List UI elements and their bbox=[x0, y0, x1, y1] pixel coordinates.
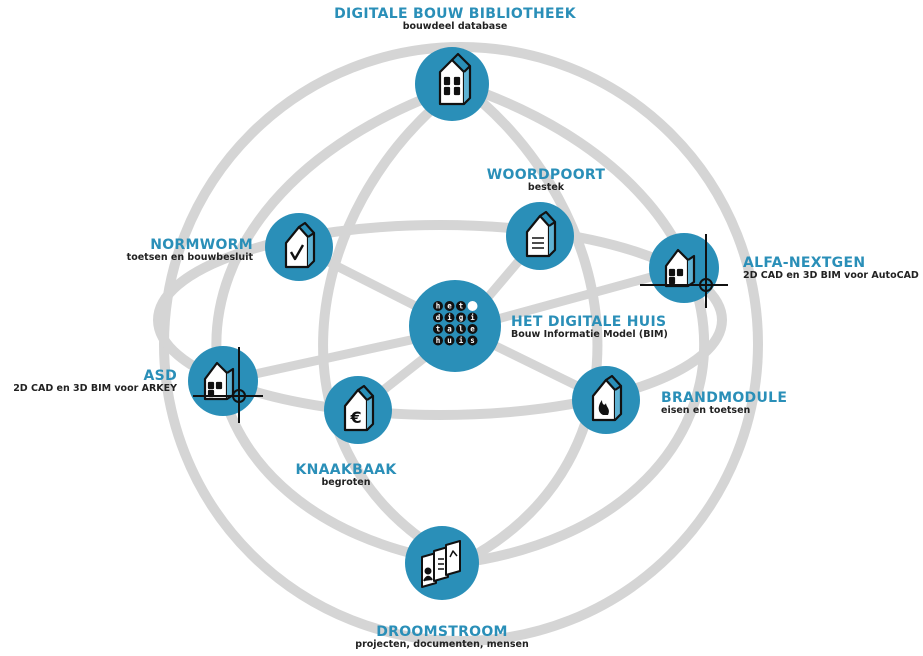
orbit-rings bbox=[153, 42, 763, 646]
node-droomstroom[interactable] bbox=[405, 526, 479, 600]
subtitle-brandmodule: eisen en toetsen bbox=[661, 405, 751, 417]
subtitle-droomstroom: projecten, documenten, mensen bbox=[355, 639, 529, 651]
logo-letter: i bbox=[447, 313, 452, 322]
logo-letter: i bbox=[459, 336, 464, 345]
svg-text:€: € bbox=[349, 408, 361, 427]
label-brandmodule: BRANDMODULE eisen en toetsen bbox=[661, 390, 787, 417]
logo-letter: i bbox=[470, 313, 475, 322]
logo-dot bbox=[433, 312, 443, 323]
title-droomstroom: DROOMSTROOM bbox=[376, 624, 508, 640]
subtitle-bibliotheek: bouwdeel database bbox=[402, 21, 508, 33]
logo-dot bbox=[444, 335, 455, 346]
house-document-icon bbox=[525, 210, 557, 258]
node-asd[interactable] bbox=[188, 346, 263, 423]
logo-dot bbox=[433, 324, 443, 334]
logo-dot bbox=[467, 312, 478, 323]
logo-dot bbox=[444, 324, 455, 334]
node-brandmodule[interactable] bbox=[572, 366, 640, 434]
logo-letter: h bbox=[436, 336, 441, 345]
label-droomstroom: DROOMSTROOM projecten, documenten, mense… bbox=[355, 624, 528, 651]
label-center: HET DIGITALE HUIS Bouw Informatie Model … bbox=[511, 314, 668, 341]
subtitle-normworm: toetsen en bouwbesluit bbox=[126, 252, 253, 264]
logo-dot bbox=[433, 335, 443, 346]
logo-dot bbox=[456, 324, 466, 334]
logo-letter: a bbox=[447, 325, 452, 334]
node-woordpoort[interactable] bbox=[506, 202, 574, 270]
logo-dot bbox=[456, 301, 466, 311]
logo-white-dot bbox=[467, 301, 478, 311]
logo-letter: t bbox=[459, 302, 464, 311]
logo-letter: t bbox=[436, 325, 441, 334]
label-bibliotheek: DIGITALE BOUW BIBLIOTHEEK bouwdeel datab… bbox=[334, 6, 576, 33]
node-normworm[interactable] bbox=[265, 213, 333, 281]
label-normworm: NORMWORM toetsen en bouwbesluit bbox=[127, 237, 253, 264]
logo-dot bbox=[444, 312, 455, 323]
subtitle-center: Bouw Informatie Model (BIM) bbox=[511, 329, 668, 341]
title-bibliotheek: DIGITALE BOUW BIBLIOTHEEK bbox=[334, 6, 576, 22]
subtitle-woordpoort: bestek bbox=[527, 182, 565, 194]
title-knaakbaak: KNAAKBAAK bbox=[295, 462, 397, 478]
subtitle-asd: 2D CAD en 3D BIM voor ARKEY bbox=[13, 383, 177, 395]
meridian-inner-left bbox=[318, 81, 465, 568]
logo-letter: d bbox=[436, 313, 441, 322]
label-woordpoort: WOORDPOORT bestek bbox=[487, 167, 605, 194]
label-knaakbaak: KNAAKBAAK begroten bbox=[296, 462, 397, 489]
logo-letter: e bbox=[447, 302, 452, 311]
house-euro-icon: € bbox=[343, 384, 375, 432]
node-bibliotheek[interactable] bbox=[415, 47, 489, 121]
house-check-icon bbox=[284, 221, 316, 269]
subtitle-knaakbaak: begroten bbox=[321, 477, 371, 489]
house-flame-icon bbox=[591, 374, 623, 422]
label-asd: ASD 2D CAD en 3D BIM voor ARKEY bbox=[13, 368, 177, 395]
logo-letter: e bbox=[470, 325, 475, 334]
logo-dot bbox=[456, 335, 466, 346]
document-stack-icon bbox=[421, 540, 461, 588]
house-crosshair-icon bbox=[640, 234, 728, 308]
node-knaakbaak[interactable]: € bbox=[324, 376, 392, 444]
meridian-inner-right bbox=[457, 81, 603, 568]
logo-letter: u bbox=[447, 336, 452, 345]
building-tower-icon bbox=[438, 52, 472, 106]
title-woordpoort: WOORDPOORT bbox=[486, 167, 606, 183]
title-alfa: ALFA-NEXTGEN bbox=[743, 255, 866, 271]
logo-dot bbox=[467, 324, 478, 334]
title-brandmodule: BRANDMODULE bbox=[661, 390, 788, 406]
title-asd: ASD bbox=[143, 368, 177, 384]
logo-dot bbox=[433, 301, 443, 311]
title-normworm: NORMWORM bbox=[150, 237, 253, 253]
equator-ring bbox=[153, 220, 727, 420]
logo-dot bbox=[456, 312, 466, 323]
node-alfa[interactable] bbox=[640, 233, 728, 308]
logo-letter: s bbox=[470, 336, 475, 345]
house-crosshair-icon bbox=[193, 347, 263, 423]
node-center-disc bbox=[409, 280, 501, 372]
logo-dot bbox=[467, 335, 478, 346]
logo-letter: h bbox=[436, 302, 441, 311]
logo-letter: g bbox=[459, 313, 464, 322]
title-center: HET DIGITALE HUIS bbox=[511, 314, 667, 330]
logo-dot bbox=[444, 301, 455, 311]
subtitle-alfa: 2D CAD en 3D BIM voor AutoCAD bbox=[743, 270, 919, 282]
logo-letter: l bbox=[459, 325, 464, 334]
label-alfa: ALFA-NEXTGEN 2D CAD en 3D BIM voor AutoC… bbox=[743, 255, 919, 282]
